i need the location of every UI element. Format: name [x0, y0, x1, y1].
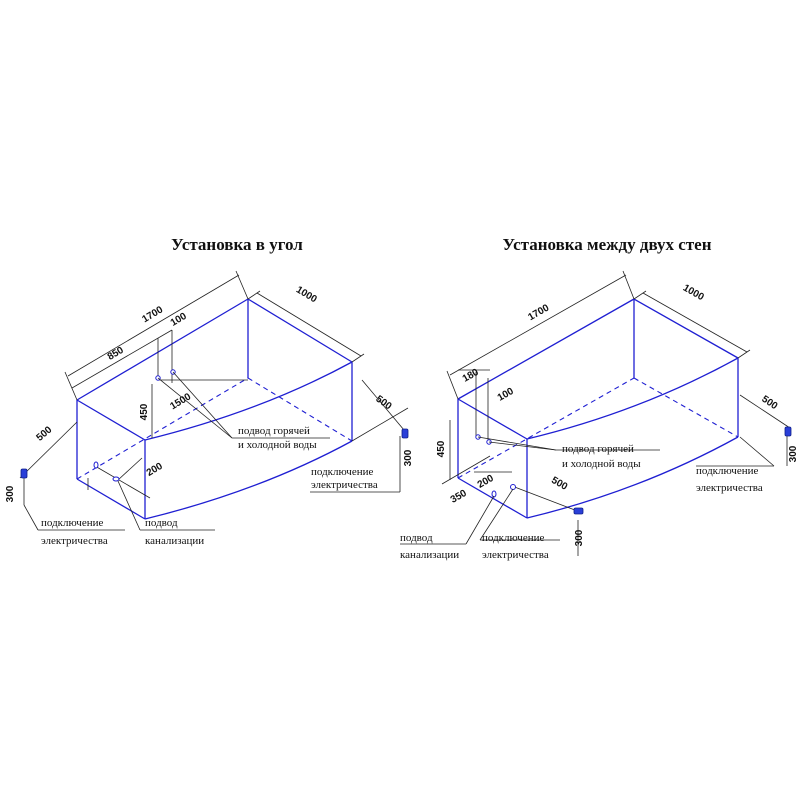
between-drain-label-2: канализации: [400, 549, 459, 561]
between-walls-dimension-texts: 1700 1000 180 100 450 500 300 350 200 50…: [436, 283, 799, 547]
between-dim-1700: 1700: [526, 302, 551, 323]
corner-labels: подвод горячей и холодной воды подключен…: [41, 425, 378, 547]
between-dim-300-right: 300: [788, 445, 799, 462]
corner-dimension-lines: [19, 270, 409, 505]
between-dim-200: 200: [476, 473, 496, 491]
between-walls-bathtub-outline: [457, 298, 739, 519]
between-elec-right-label-1: подключение: [696, 465, 758, 477]
between-drain-point-2: [510, 484, 516, 490]
corner-title: Установка в угол: [171, 235, 303, 254]
corner-elec-left-label-1: подключение: [41, 517, 103, 529]
corner-drain-point: [112, 476, 120, 482]
corner-dim-300-right: 300: [403, 449, 414, 466]
corner-electric-socket-right: [401, 428, 409, 439]
between-elec-bottom-label-1: подключение: [482, 532, 544, 544]
corner-elec-right-label-1: подключение: [311, 466, 373, 478]
corner-dim-100: 100: [169, 311, 189, 329]
between-elec-right-label-2: электричества: [696, 482, 763, 494]
between-dim-300-bottom: 300: [574, 529, 585, 546]
between-drain-label-1: подвод: [400, 532, 433, 544]
between-electric-socket-bottom: [573, 507, 584, 515]
corner-installation-diagram: Установка в угол: [5, 235, 414, 547]
corner-water-label-1: подвод горячей: [238, 425, 310, 437]
corner-dim-500-top: 500: [373, 394, 393, 413]
corner-connection-points: [20, 369, 409, 482]
between-walls-dimension-lines: [441, 270, 791, 556]
between-drain-point: [491, 490, 497, 498]
between-dim-180: 180: [461, 367, 481, 385]
corner-drain-point-2: [93, 461, 99, 469]
between-elec-bottom-label-2: электричества: [482, 549, 549, 561]
corner-dim-850: 850: [106, 345, 126, 363]
between-walls-connection-points: [475, 426, 792, 515]
between-dim-350: 350: [449, 488, 469, 506]
corner-dim-1500: 1500: [168, 391, 193, 412]
corner-drain-label-2: канализации: [145, 535, 204, 547]
between-walls-leader-lines: [400, 436, 775, 545]
between-dim-1000: 1000: [681, 283, 706, 304]
corner-leader-lines: [23, 371, 401, 531]
between-water-label-1: подвод горячей: [562, 443, 634, 455]
corner-dim-450: 450: [139, 403, 150, 420]
corner-drain-label-1: подвод: [145, 517, 178, 529]
between-walls-installation-diagram: Установка между двух стен: [400, 235, 799, 561]
between-dim-100: 100: [496, 386, 516, 404]
corner-elec-left-label-2: электричества: [41, 535, 108, 547]
corner-dim-300-left: 300: [5, 485, 16, 502]
corner-bathtub-outline: [76, 298, 353, 520]
corner-dim-1000: 1000: [294, 284, 319, 305]
corner-water-label-2: и холодной воды: [238, 439, 317, 451]
corner-electric-socket-left: [20, 468, 28, 479]
between-walls-title: Установка между двух стен: [502, 235, 711, 254]
corner-dim-200: 200: [145, 461, 165, 479]
between-dim-500-bottom: 500: [549, 475, 569, 493]
corner-dim-1700: 1700: [140, 304, 165, 325]
between-dim-450: 450: [436, 440, 447, 457]
corner-dim-500-left: 500: [34, 424, 54, 443]
between-walls-labels: подвод горячей и холодной воды подключен…: [400, 443, 763, 561]
corner-elec-right-label-2: электричества: [311, 479, 378, 491]
between-electric-socket-right: [784, 426, 792, 437]
between-water-label-2: и холодной воды: [562, 458, 641, 470]
